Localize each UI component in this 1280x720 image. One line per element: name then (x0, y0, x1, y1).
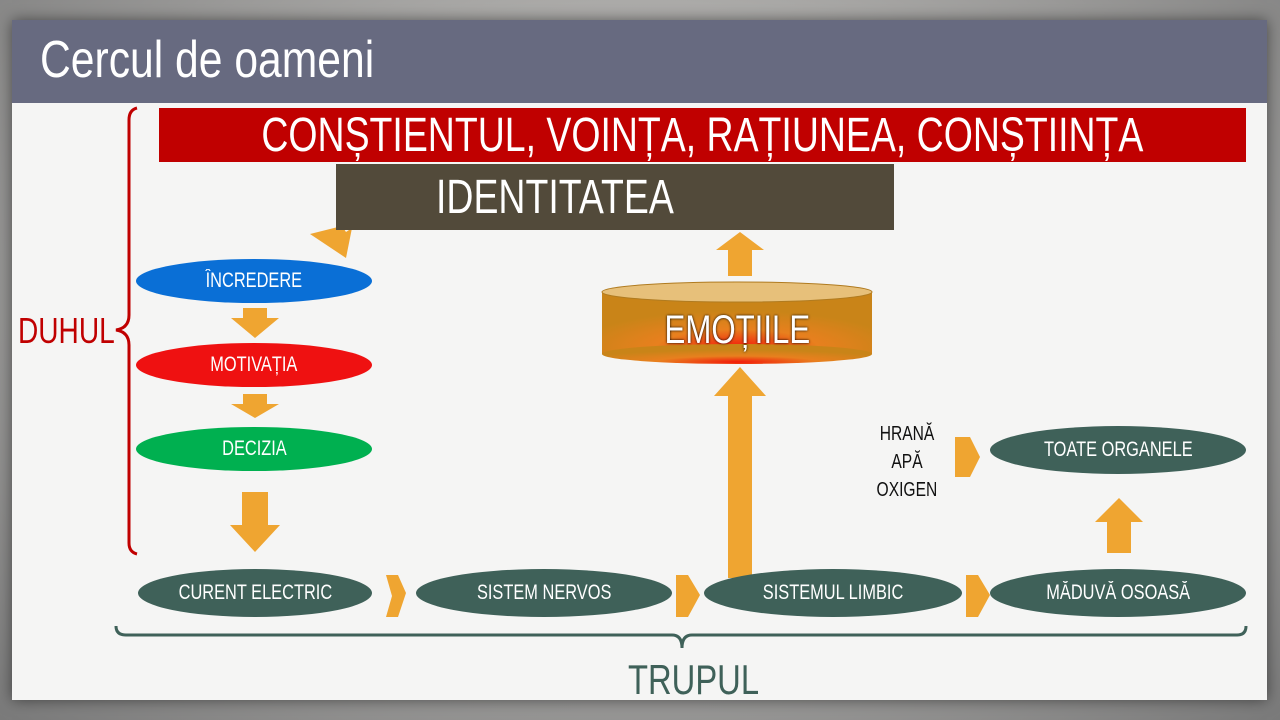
top-band-text: CONȘTIENTUL, VOINȚA, RAȚIUNEA, CONȘTIINȚ… (261, 108, 1144, 162)
slide: Cercul de oameni CONȘT (12, 20, 1267, 703)
arrow-right-icon (955, 437, 980, 477)
inputs-list: HRANĂ APĂ OXIGEN (864, 420, 950, 504)
spirit-label: DUHUL (18, 310, 115, 351)
step-trust: ÎNCREDERE (136, 259, 372, 303)
arrow-right-icon (676, 575, 700, 617)
arrow-right-icon (386, 575, 406, 617)
arrow-up-long-icon (714, 367, 766, 578)
arrow-up-icon (716, 232, 764, 276)
step-decision: DECIZIA (136, 427, 372, 471)
body-label: TRUPUL (628, 656, 760, 703)
input-food: HRANĂ (879, 423, 935, 445)
title-bar: Cercul de oameni (12, 20, 1267, 103)
top-band: CONȘTIENTUL, VOINȚA, RAȚIUNEA, CONȘTIINȚ… (159, 108, 1246, 162)
node-electric-current: CURENT ELECTRIC (138, 569, 372, 617)
body-bracket (114, 625, 1248, 649)
arrow-right-icon (966, 575, 990, 617)
arrow-down-icon (231, 308, 279, 338)
arrow-down-left-icon (310, 226, 352, 258)
input-oxygen: OXIGEN (876, 479, 938, 501)
identity-box: IDENTITATEA (336, 164, 894, 230)
emotions-text: EMOȚIILE (664, 307, 810, 352)
node-all-organs: TOATE ORGANELE (990, 426, 1246, 474)
connectors (114, 106, 1248, 649)
node-bone-marrow: MĂDUVĂ OSOASĂ (990, 569, 1246, 617)
node-limbic-system: SISTEMUL LIMBIC (704, 569, 962, 617)
emotions-cylinder-top (601, 281, 873, 303)
step-motivation: MOTIVAȚIA (136, 343, 372, 387)
slide-title: Cercul de oameni (40, 31, 375, 89)
identity-text: IDENTITATEA (436, 170, 674, 224)
spirit-bracket (115, 106, 138, 556)
node-nervous-system: SISTEM NERVOS (416, 569, 672, 617)
emotions-label: EMOȚIILE (602, 302, 872, 358)
arrow-up-icon (1095, 498, 1143, 553)
arrow-down-icon (231, 394, 279, 418)
arrow-down-icon (230, 492, 280, 552)
input-water: APĂ (891, 451, 923, 473)
